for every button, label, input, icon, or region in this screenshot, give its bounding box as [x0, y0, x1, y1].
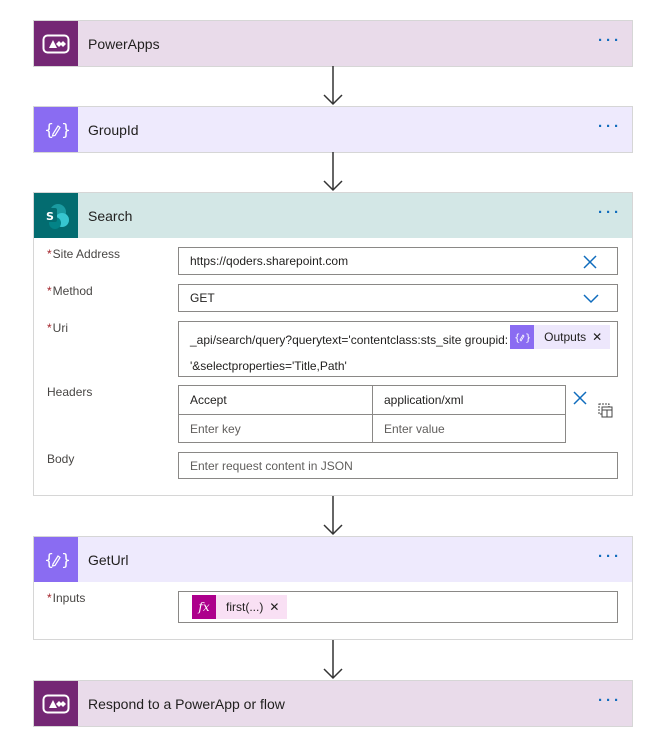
header-key-input[interactable]: Enter key: [190, 422, 241, 436]
uri-field[interactable]: _api/search/query?querytext='contentclas…: [178, 321, 618, 377]
method-label: *Method: [47, 284, 93, 298]
more-options-button[interactable]: ···: [598, 692, 622, 709]
required-marker: *: [47, 591, 52, 605]
headers-table: Accept application/xml Enter key Enter v…: [178, 385, 566, 443]
uri-row: *Uri _api/search/query?querytext='conten…: [47, 321, 618, 377]
uri-text-1: _api/search/query?querytext='contentclas…: [190, 333, 509, 347]
step-title: GroupId: [88, 121, 139, 138]
step-powerapps[interactable]: PowerApps ···: [33, 20, 633, 67]
required-marker: *: [47, 247, 52, 261]
site-address-value: https://qoders.sharepoint.com: [190, 254, 349, 268]
uri-label-text: Uri: [52, 321, 68, 335]
outputs-token[interactable]: { } Outputs ✕: [510, 325, 611, 349]
svg-text:}: }: [525, 333, 530, 344]
svg-text:{: {: [44, 550, 54, 569]
token-label: Outputs: [544, 330, 587, 344]
inputs-label: *Inputs: [47, 591, 85, 605]
site-address-label-text: Site Address: [52, 247, 121, 261]
headers-label: Headers: [47, 385, 93, 399]
uri-label: *Uri: [47, 321, 68, 335]
connector-arrow: [323, 66, 343, 106]
powerapps-icon: [34, 681, 78, 726]
more-options-button[interactable]: ···: [598, 548, 622, 565]
sharepoint-icon: S: [34, 193, 78, 238]
uri-text-2: '&selectproperties='Title,Path': [190, 359, 347, 373]
site-address-row: *Site Address https://qoders.sharepoint.…: [47, 247, 618, 275]
body-placeholder: Enter request content in JSON: [190, 458, 353, 473]
body-row: Body Enter request content in JSON: [47, 452, 618, 480]
site-address-field[interactable]: https://qoders.sharepoint.com: [178, 247, 618, 275]
svg-text:}: }: [61, 550, 69, 569]
inputs-row: *Inputs fx first(...) ✕: [47, 591, 618, 623]
svg-text:}: }: [61, 120, 69, 139]
inputs-field[interactable]: fx first(...) ✕: [178, 591, 618, 623]
inputs-label-text: Inputs: [52, 591, 86, 605]
method-value: GET: [190, 291, 215, 305]
svg-text:S: S: [46, 210, 54, 223]
more-options-button[interactable]: ···: [598, 32, 622, 49]
step-header[interactable]: PowerApps ···: [34, 21, 632, 66]
connector-arrow: [323, 496, 343, 536]
step-title: PowerApps: [88, 35, 160, 52]
row-divider: [179, 414, 565, 415]
step-search[interactable]: S Search ··· *Site Address https://qoder…: [33, 192, 633, 496]
step-geturl[interactable]: { } GetUrl ··· *Inputs fx first(...) ✕: [33, 536, 633, 640]
step-header[interactable]: { } GetUrl ···: [34, 537, 632, 582]
chevron-down-icon[interactable]: [583, 294, 599, 304]
variable-icon: { }: [34, 537, 78, 582]
step-header[interactable]: { } GroupId ···: [34, 107, 632, 152]
token-label: first(...): [226, 600, 264, 614]
method-dropdown[interactable]: GET: [178, 284, 618, 312]
more-options-button[interactable]: ···: [598, 204, 622, 221]
method-row: *Method GET: [47, 284, 618, 312]
fx-icon: fx: [192, 595, 216, 619]
body-label: Body: [47, 452, 75, 466]
switch-to-text-mode-icon[interactable]: [598, 403, 614, 419]
method-label-text: Method: [52, 284, 93, 298]
step-respond[interactable]: Respond to a PowerApp or flow ···: [33, 680, 633, 727]
remove-token-button[interactable]: ✕: [592, 330, 603, 344]
variable-icon: { }: [34, 107, 78, 152]
connector-arrow: [323, 152, 343, 192]
headers-row: Headers Accept application/xml Enter key…: [47, 385, 618, 445]
site-address-label: *Site Address: [47, 247, 120, 261]
clear-icon[interactable]: [583, 255, 597, 269]
uri-line-1: _api/search/query?querytext='contentclas…: [190, 324, 617, 350]
body-field[interactable]: Enter request content in JSON: [178, 452, 618, 479]
step-title: GetUrl: [88, 551, 129, 568]
step-header[interactable]: Respond to a PowerApp or flow ···: [34, 681, 632, 726]
powerapps-icon: [34, 21, 78, 66]
required-marker: *: [47, 284, 52, 298]
step-groupid[interactable]: { } GroupId ···: [33, 106, 633, 153]
step-title: Search: [88, 207, 133, 224]
delete-row-icon[interactable]: [573, 391, 587, 405]
remove-token-button[interactable]: ✕: [269, 600, 280, 614]
header-value-input[interactable]: Enter value: [384, 422, 445, 436]
expression-token[interactable]: fx first(...) ✕: [192, 595, 288, 619]
connector-arrow: [323, 640, 343, 680]
header-value-1[interactable]: application/xml: [384, 393, 464, 407]
more-options-button[interactable]: ···: [598, 118, 622, 135]
header-key-1[interactable]: Accept: [190, 393, 227, 407]
svg-text:{: {: [514, 333, 520, 344]
step-title: Respond to a PowerApp or flow: [88, 695, 285, 712]
svg-text:{: {: [44, 120, 54, 139]
required-marker: *: [47, 321, 52, 335]
step-header[interactable]: S Search ···: [34, 193, 632, 238]
variable-icon: { }: [510, 325, 535, 349]
